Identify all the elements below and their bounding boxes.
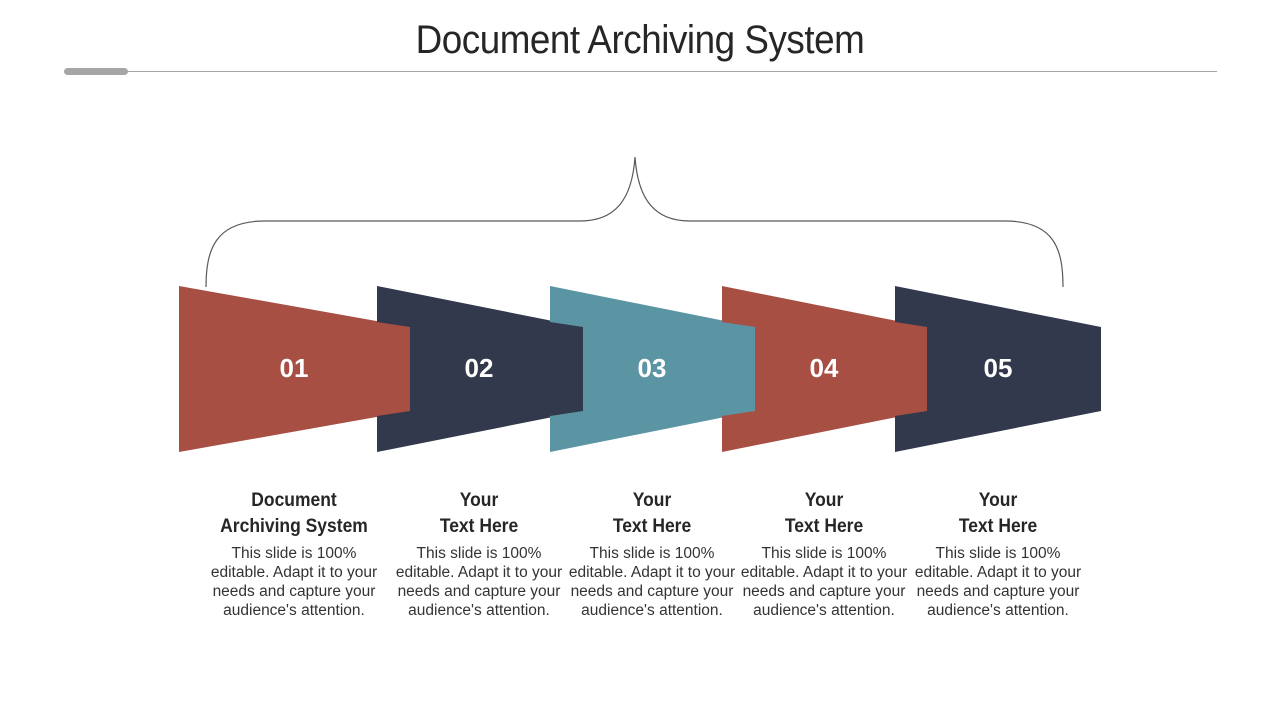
overlap-shape: [377, 322, 410, 416]
trapezoid-shape: [722, 286, 927, 452]
step-caption-1: Document Archiving System This slide is …: [204, 488, 384, 620]
step-heading: Your Text Here: [569, 488, 735, 540]
step-heading-line1: Your: [632, 490, 672, 511]
overlap-shape: [895, 322, 927, 416]
curly-bracket: [205, 156, 1064, 288]
step-heading-line2: Text Here: [958, 516, 1038, 537]
step-shape-2: [377, 286, 583, 452]
trapezoid-shape: [179, 286, 410, 452]
overlap-shape: [722, 322, 755, 416]
step-heading-line2: Text Here: [784, 516, 864, 537]
step-caption-4: Your Text Here This slide is 100% editab…: [734, 488, 914, 620]
trapezoid-shape: [550, 286, 755, 452]
trapezoid-shape: [377, 286, 583, 452]
step-description: This slide is 100% editable. Adapt it to…: [568, 545, 736, 619]
step-number-5: 05: [984, 353, 1013, 383]
step-description: This slide is 100% editable. Adapt it to…: [210, 545, 378, 619]
step-shape-5: [895, 286, 1101, 452]
overlap-shape: [550, 322, 583, 416]
step-description: This slide is 100% editable. Adapt it to…: [914, 545, 1082, 619]
step-heading-line2: Text Here: [439, 516, 519, 537]
step-shape-1: [179, 286, 410, 452]
trapezoid-shape: [895, 286, 1101, 452]
step-caption-3: Your Text Here This slide is 100% editab…: [562, 488, 742, 620]
step-number-1: 01: [280, 353, 309, 383]
step-shape-3: [550, 286, 755, 452]
step-heading: Document Archiving System: [211, 488, 377, 540]
step-heading-line2: Archiving System: [220, 516, 368, 537]
step-caption-2: Your Text Here This slide is 100% editab…: [389, 488, 569, 620]
step-number-3: 03: [638, 353, 667, 383]
step-heading: Your Text Here: [915, 488, 1081, 540]
step-shape-4: [722, 286, 927, 452]
title-underline-accent: [64, 68, 128, 75]
step-heading: Your Text Here: [396, 488, 562, 540]
title-underline: [64, 71, 1217, 72]
step-heading: Your Text Here: [741, 488, 907, 540]
step-description: This slide is 100% editable. Adapt it to…: [395, 545, 563, 619]
step-heading-line1: Your: [804, 490, 844, 511]
slide-title: Document Archiving System: [415, 18, 865, 62]
step-heading-line1: Document: [251, 490, 337, 511]
step-number-4: 04: [810, 353, 839, 383]
step-description: This slide is 100% editable. Adapt it to…: [740, 545, 908, 619]
step-heading-line2: Text Here: [612, 516, 692, 537]
step-heading-line1: Your: [459, 490, 499, 511]
step-heading-line1: Your: [978, 490, 1018, 511]
step-caption-5: Your Text Here This slide is 100% editab…: [908, 488, 1088, 620]
step-number-2: 02: [465, 353, 494, 383]
